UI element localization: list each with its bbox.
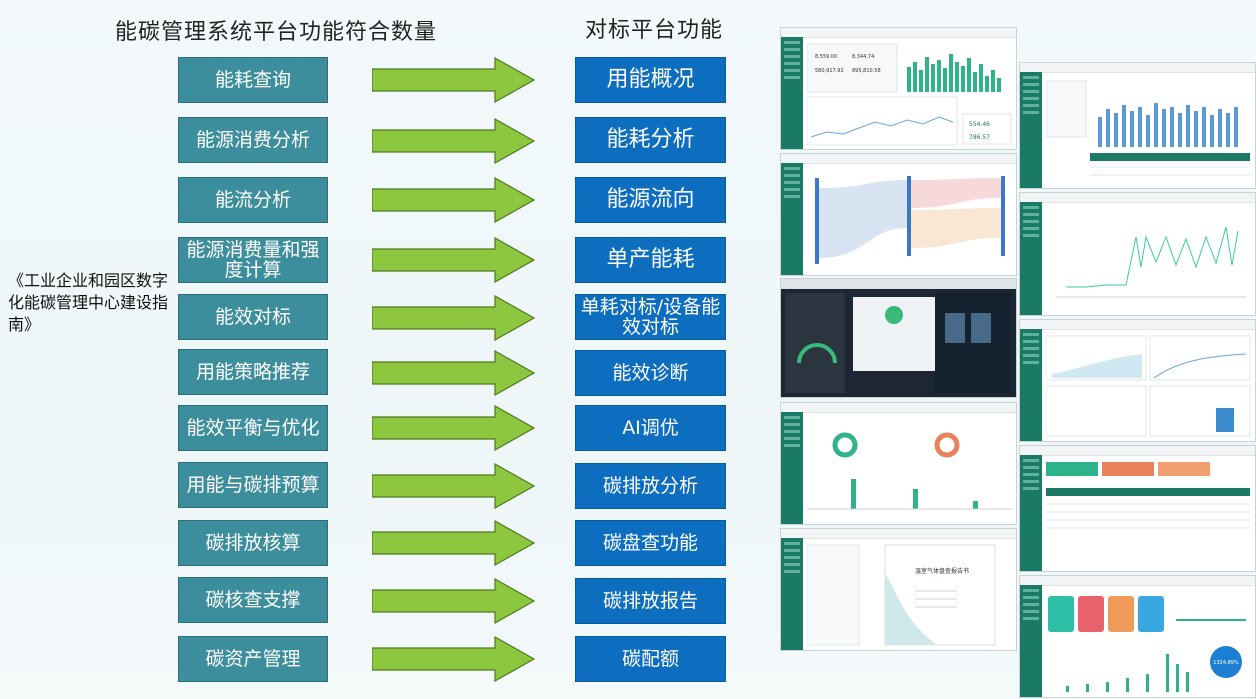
- right-title: 对标平台功能: [585, 18, 724, 43]
- left-item-balance-optimize: 能效平衡与优化: [178, 405, 328, 451]
- left-title: 能碳管理系统平台功能符合数量: [115, 20, 438, 45]
- left-item-energy-consumption-analysis: 能源消费分析: [178, 117, 328, 163]
- right-arrow-icon: [372, 237, 535, 283]
- right-item-energy-overview: 用能概况: [575, 57, 726, 103]
- right-arrow-icon: [372, 463, 535, 509]
- right-item-carbon-analysis: 碳排放分析: [575, 463, 726, 509]
- screenshot-consumption-analysis: [1019, 62, 1256, 189]
- screenshot-energy-flow: [780, 153, 1017, 276]
- report-title: 温室气体盘查报告书: [915, 567, 969, 575]
- right-arrow-icon: [372, 118, 535, 164]
- right-item-carbon-quota: 碳配额: [575, 636, 726, 682]
- left-item-carbon-verification: 碳核查支撑: [178, 577, 328, 623]
- right-arrow-icon: [372, 405, 535, 451]
- screenshot-carbon-report: 温室气体盘查报告书: [780, 528, 1017, 651]
- right-arrow-icon: [372, 295, 535, 341]
- right-item-carbon-inventory: 碳盘查功能: [575, 520, 726, 566]
- screenshot-efficiency-diagnosis: [1019, 319, 1256, 442]
- kpi-a-value: 554.46: [969, 121, 990, 128]
- screenshot-carbon-inventory: [1019, 445, 1256, 572]
- right-arrow-icon: [372, 578, 535, 624]
- left-item-energy-carbon-budget: 用能与碳排预算: [178, 462, 328, 508]
- screenshot-carbon-analysis: [780, 402, 1017, 525]
- right-item-energy-flow: 能源流向: [575, 177, 726, 223]
- kpi-b-value: 786.57: [969, 134, 990, 141]
- screenshot-device-benchmark: [780, 278, 1017, 398]
- right-item-unit-consumption: 单产能耗: [575, 237, 726, 283]
- right-arrow-icon: [372, 350, 535, 396]
- right-item-consumption-analysis: 能耗分析: [575, 117, 726, 163]
- left-item-energy-query: 能耗查询: [178, 57, 328, 103]
- svg-text:8,344.74: 8,344.74: [852, 54, 874, 60]
- right-arrow-icon: [372, 57, 535, 103]
- left-item-carbon-asset: 碳资产管理: [178, 636, 328, 682]
- left-item-energy-flow-analysis: 能流分析: [178, 177, 328, 223]
- screenshot-carbon-quota: 1324.89%: [1019, 575, 1256, 698]
- screenshot-unit-consumption: [1019, 192, 1256, 316]
- right-arrow-icon: [372, 636, 535, 682]
- right-arrow-icon: [372, 177, 535, 223]
- svg-text:895,810.58: 895,810.58: [852, 68, 881, 74]
- left-item-carbon-accounting: 碳排放核算: [178, 520, 328, 566]
- left-item-efficiency-benchmark: 能效对标: [178, 294, 328, 340]
- right-item-carbon-report: 碳排放报告: [575, 578, 726, 624]
- right-item-efficiency-diagnosis: 能效诊断: [575, 350, 726, 396]
- right-item-benchmark-device: 单耗对标/设备能效对标: [575, 294, 726, 340]
- screenshot-energy-overview: 8,559.00 8,344.74 580,917.92 895,810.58 …: [780, 27, 1017, 150]
- left-item-strategy-recommend: 用能策略推荐: [178, 349, 328, 395]
- left-item-consumption-intensity: 能源消费量和强度计算: [178, 237, 328, 283]
- guideline-reference: 《工业企业和园区数字化能碳管理中心建设指南》: [8, 271, 169, 334]
- svg-text:580,917.92: 580,917.92: [815, 68, 844, 74]
- right-item-ai-tuning: AI调优: [575, 405, 726, 451]
- svg-text:8,559.00: 8,559.00: [815, 54, 837, 60]
- quota-gauge-value: 1324.89%: [1213, 660, 1239, 666]
- right-arrow-icon: [372, 520, 535, 566]
